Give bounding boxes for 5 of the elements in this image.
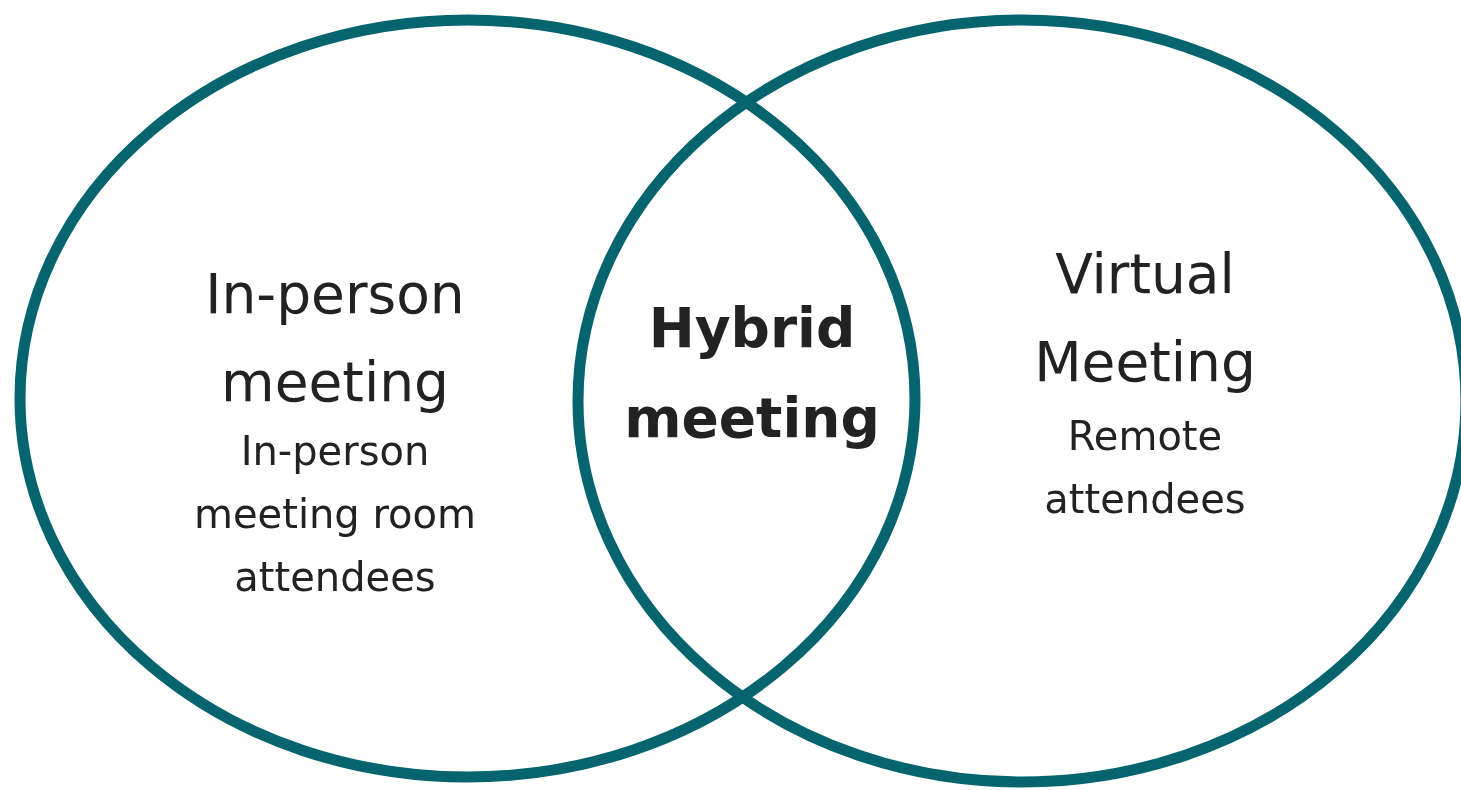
circle-description: In-person meeting room attendees: [193, 427, 477, 602]
overlap-label: Hybrid meeting: [623, 295, 881, 452]
circle-heading: Virtual Meeting: [1033, 241, 1257, 396]
circle-description: Remote attendees: [1043, 412, 1247, 524]
circle-heading: In-person meeting: [204, 261, 466, 416]
